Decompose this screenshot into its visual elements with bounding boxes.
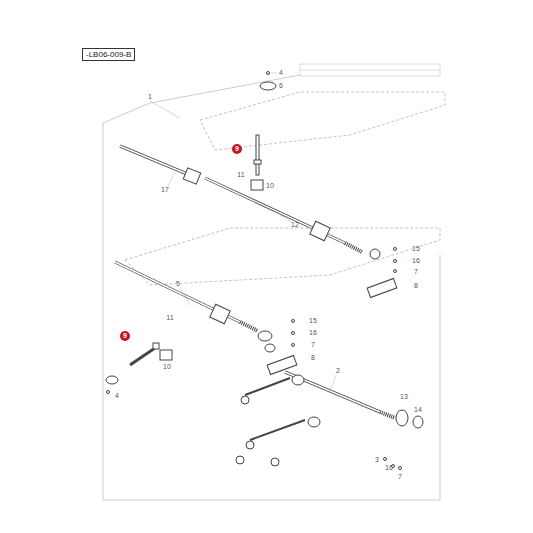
callout-number: 3 (375, 456, 379, 464)
callout-number: 11 (237, 171, 244, 179)
callout-number: 10 (266, 182, 274, 190)
callout-number: 4 (115, 392, 119, 400)
leader-lines (150, 73, 336, 392)
callout-number: 8 (311, 354, 315, 362)
shafts (106, 72, 423, 470)
callout-number: 15 (309, 317, 317, 325)
drawing-code-box: -LB06-009-B (82, 48, 135, 61)
callout-number: 7 (414, 268, 418, 276)
callout-number: 15 (412, 245, 420, 253)
callout-number: 1 (148, 93, 152, 101)
callout-number: 7 (311, 341, 315, 349)
callout-number: 8 (414, 282, 418, 290)
callout-number: 10 (163, 363, 171, 371)
callout-number: 16 (309, 329, 317, 337)
callout-number: 7 (398, 473, 402, 481)
callout-number: 12 (291, 221, 299, 229)
callout-number: 16 (412, 257, 420, 265)
top-detail (300, 64, 440, 76)
callout-number: 6 (279, 82, 283, 90)
drawing-code: -LB06-009-B (86, 50, 131, 59)
callout-number: 11 (166, 314, 173, 322)
callout-number: 13 (400, 393, 408, 401)
assembly-frame (103, 75, 440, 500)
highlighted-callout: 9 (232, 144, 242, 154)
mounting-plate (125, 92, 445, 285)
callout-number: 17 (161, 186, 169, 194)
callout-number: 2 (336, 367, 340, 375)
callout-number: 16 (385, 464, 393, 472)
callout-number: 5 (176, 280, 180, 288)
callout-number: 14 (414, 406, 422, 414)
highlighted-callout: 9 (120, 331, 130, 341)
callout-number: 4 (279, 69, 283, 77)
